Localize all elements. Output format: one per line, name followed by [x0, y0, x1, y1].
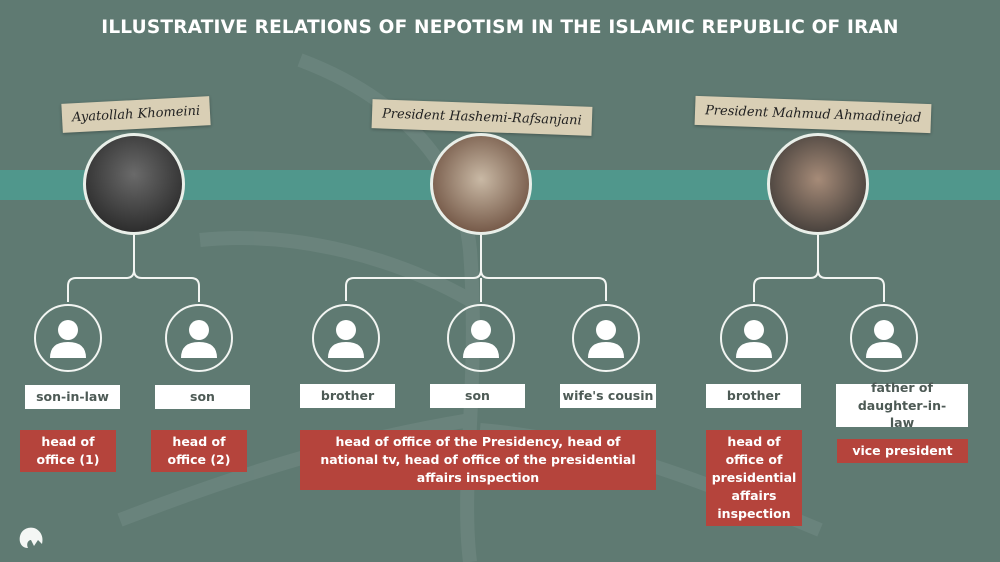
logo-icon [16, 522, 46, 552]
relation-father-of-daughter-in-law: father of daughter-in-law [836, 380, 968, 430]
person-icon [165, 304, 233, 372]
relation-son-in-law: son-in-law [25, 385, 120, 409]
relation-wifes-cousin: wife's cousin [560, 384, 656, 408]
person-icon [572, 304, 640, 372]
portrait-khomeini [83, 133, 185, 235]
relation-brother: brother [300, 384, 395, 408]
position-box: vice president [837, 439, 968, 463]
relation-son: son [430, 384, 525, 408]
portrait-ahmadinejad [767, 133, 869, 235]
relation-brother: brother [706, 384, 801, 408]
position-box: head of office of the Presidency, head o… [300, 430, 656, 490]
portrait-rafsanjani [430, 133, 532, 235]
page-title: ILLUSTRATIVE RELATIONS OF NEPOTISM IN TH… [101, 17, 899, 38]
position-box: head of office of presidential affairs i… [706, 430, 802, 526]
position-box: head of office (2) [151, 430, 247, 472]
person-icon [850, 304, 918, 372]
person-icon [720, 304, 788, 372]
position-box: head of office (1) [20, 430, 116, 472]
person-icon [34, 304, 102, 372]
person-icon [312, 304, 380, 372]
connector-lines [67, 234, 885, 302]
person-icon [447, 304, 515, 372]
relation-son: son [155, 385, 250, 409]
